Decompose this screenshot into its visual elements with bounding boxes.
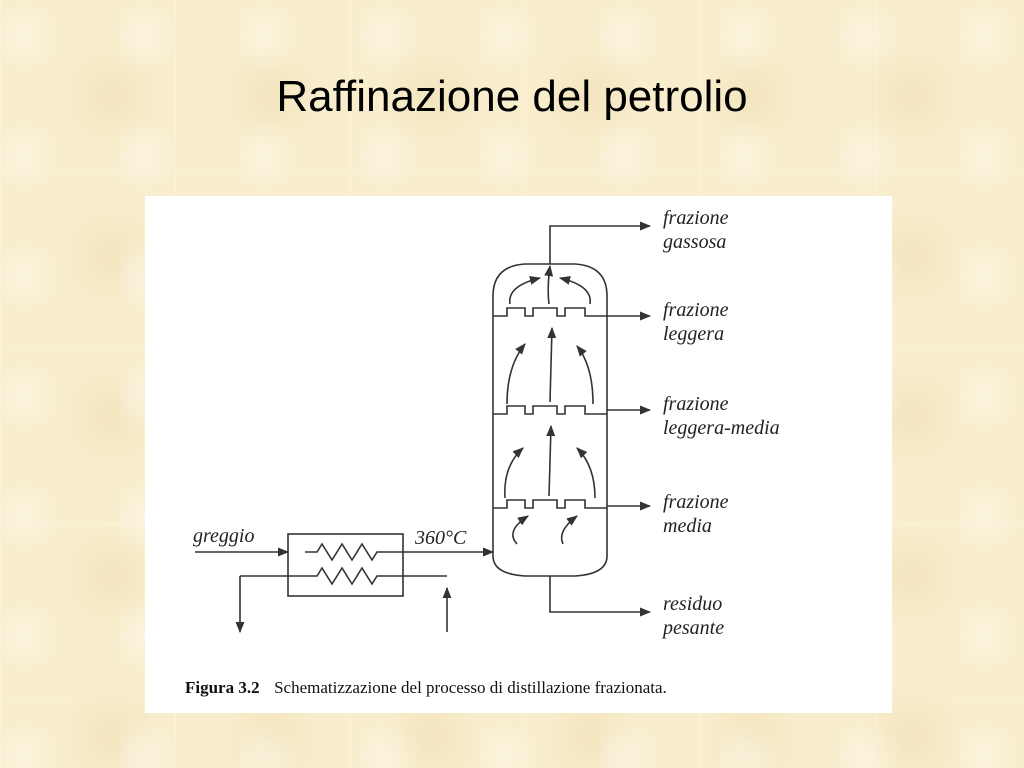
output-label-leggera-media-line2: leggera-media [663, 417, 780, 439]
output-label-residuo-line1: residuo [663, 593, 722, 615]
caption-number: Figura 3.2 [185, 678, 260, 697]
temperature-label: 360°C [414, 527, 467, 549]
output-label-leggera-media-line1: frazione [663, 393, 729, 415]
output-label-media-line2: media [663, 515, 712, 537]
output-label-media-line1: frazione [663, 491, 729, 513]
output-label-gassosa-line2: gassosa [663, 231, 726, 253]
distillation-diagram: frazione gassosa frazione leggera frazio… [185, 207, 780, 697]
heat-exchanger [287, 533, 404, 597]
caption-text: Schematizzazione del processo di distill… [274, 678, 667, 697]
output-label-leggera-line2: leggera [663, 323, 724, 345]
feed-lines [195, 547, 495, 634]
output-label-leggera-line1: frazione [663, 299, 729, 321]
feed-label: greggio [193, 525, 254, 547]
column-trays [493, 307, 607, 509]
output-label-gassosa-line1: frazione [663, 207, 729, 229]
slide-title: Raffinazione del petrolio [276, 72, 748, 121]
output-label-residuo-line2: pesante [661, 617, 724, 639]
output-labels: frazione gassosa frazione leggera frazio… [661, 207, 780, 639]
distillation-figure: frazione gassosa frazione leggera frazio… [145, 196, 892, 713]
output-lines [549, 221, 652, 617]
distillation-column [492, 263, 608, 577]
figure-caption: Figura 3.2 Schematizzazione del processo… [185, 678, 667, 697]
vapor-flow-arrows [504, 264, 596, 545]
